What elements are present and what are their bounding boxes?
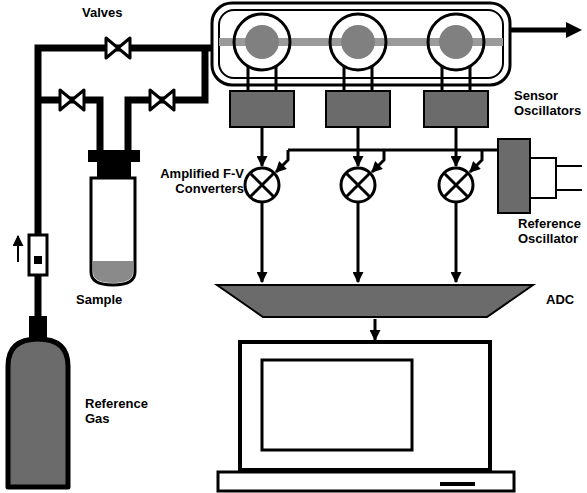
signal-arrow [455,202,458,282]
node-shape [88,176,138,288]
reference-wire [288,149,498,152]
sensor-lead [248,66,470,91]
sensor-lead [247,66,250,91]
oscillator-box [326,91,390,127]
signal-arrow [374,319,377,340]
sensor-lead [275,66,278,91]
cylinder-valve [29,316,47,338]
valve-symbol [106,38,130,58]
gas-outlet [510,28,568,33]
mixer-symbol [341,168,375,202]
computer-screen [262,360,412,450]
sensor-electrode [439,25,473,59]
gas-pipe [38,100,100,152]
signal-arrow [357,127,360,166]
oscillator-label: Sensor Oscillators [514,88,584,118]
sensor-lead [343,66,346,91]
sensor-electrode [341,25,375,59]
adc-trapezoid [217,285,533,317]
sensor-housing [212,3,510,85]
mixer-symbol [245,168,279,202]
sensor-lead [441,66,444,91]
node-shape [215,283,535,319]
flow-meter [29,235,47,275]
sensor-electrode [245,25,279,59]
oscillator-box [498,139,530,213]
computer-keyboard [218,472,514,491]
converter-label: Amplified F-V Converters [136,166,244,196]
gas-pipe [128,48,205,152]
reference-connector [531,158,582,198]
signal-arrow [261,202,264,282]
label-holder: Sensor Oscillators [514,88,584,118]
sensor-crystal [234,14,484,70]
node-shape [497,138,531,214]
sample-vial: Sample [88,176,138,288]
vial-stopper [97,160,131,178]
reference-wire [372,150,384,172]
mixer-cross [250,173,274,197]
sensor-lead [371,66,374,91]
flow-meter-float [34,256,42,264]
reference-wire [470,150,482,172]
vial-outline [91,178,135,285]
disk-slot [440,482,475,486]
node-label: Sample [76,292,146,307]
valve-symbol [60,90,84,110]
sensor-crystal [330,14,386,70]
valve-symbol [150,90,174,110]
gas-outlet-arrow [566,22,582,38]
mixer-cross [346,173,370,197]
signal-arrow [357,202,360,282]
mixer-symbol [439,168,473,202]
reference-gas-cylinder: Reference Gas [5,336,71,490]
sensor-housing [219,10,503,78]
flow-arrow [17,236,19,262]
gas-cylinder [8,339,68,487]
node-label: Reference Oscillator [518,216,584,246]
oscillator-box [230,91,294,127]
node-label: Reference Gas [85,396,157,426]
reference-oscillator: Reference Oscillator [497,138,531,214]
sample-liquid [93,261,133,283]
node-label: ADC [546,292,584,307]
node-shape [5,336,71,490]
mixer-symbol [245,168,473,202]
sensor-crystal [428,14,484,70]
oscillator-box [424,91,488,127]
computer-monitor [240,342,490,470]
label-holder: Amplified F-V Converters [136,166,244,196]
sensor-crystal [234,14,290,70]
reference-wire [276,150,288,172]
sensor-lead [469,66,472,91]
signal-arrow [455,127,458,166]
label-holder: Valves [82,5,142,20]
signal-arrow [261,127,264,166]
adc-block: ADC [215,283,535,319]
mixer-cross [444,173,468,197]
valves-label: Valves [82,5,142,20]
